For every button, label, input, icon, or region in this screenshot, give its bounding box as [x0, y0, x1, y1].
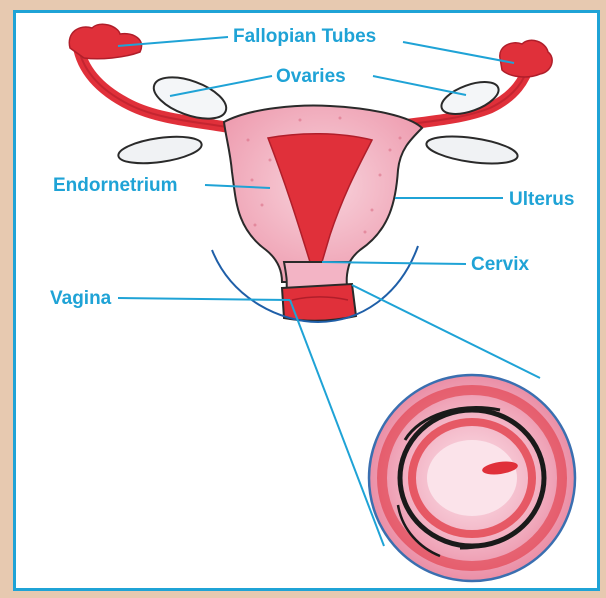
label-endometrium: Endornetrium	[53, 175, 178, 196]
label-uterus: Ulterus	[509, 189, 574, 210]
label-ovaries: Ovaries	[276, 66, 346, 87]
label-fallopian-tubes: Fallopian Tubes	[233, 26, 376, 47]
label-vagina: Vagina	[50, 288, 112, 309]
cervix-magnified-view	[369, 375, 575, 581]
label-cervix: Cervix	[471, 254, 530, 275]
